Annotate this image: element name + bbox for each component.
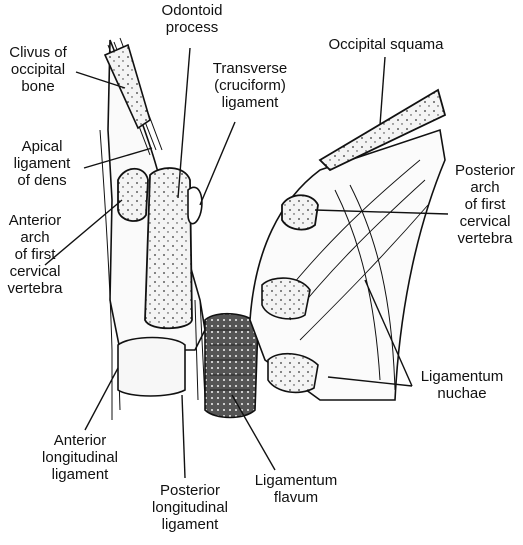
lamina-lower [267, 352, 319, 394]
label-line: of dens [17, 172, 67, 189]
label-line: nuchae [437, 385, 487, 402]
posterior-arch-bone [281, 194, 319, 231]
axis-body [117, 336, 186, 397]
lamina-upper [261, 277, 311, 320]
label-line: (cruciform) [214, 77, 286, 94]
label-line: Apical [21, 138, 63, 155]
label-posterior-arch: Posterior arch of first cervical vertebr… [450, 162, 520, 247]
label-ligamentum-nuchae: Ligamentum nuchae [412, 368, 512, 402]
label-line: occipital [10, 61, 66, 78]
label-line: of first [14, 246, 56, 263]
label-line: ligament [13, 155, 71, 172]
label-clivus: Clivus of occipital bone [0, 44, 76, 95]
label-line: ligament [51, 466, 109, 483]
label-line: arch [470, 179, 500, 196]
label-line: process [165, 19, 219, 36]
label-ligamentum-flavum: Ligamentum flavum [246, 472, 346, 506]
label-anterior-longitudinal: Anterior longitudinal ligament [30, 432, 130, 483]
ligamentum-flavum-mass [204, 312, 259, 419]
label-apical-ligament: Apical ligament of dens [2, 138, 82, 189]
label-occipital-squama: Occipital squama [316, 36, 456, 53]
label-line: bone [21, 78, 55, 95]
label-line: ligament [161, 516, 219, 533]
label-posterior-longitudinal: Posterior longitudinal ligament [140, 482, 240, 533]
anterior-arch-bone [117, 167, 149, 222]
label-line: vertebra [457, 230, 513, 247]
clivus-bone [103, 43, 151, 130]
label-line: Transverse [212, 60, 288, 77]
label-line: Occipital squama [328, 36, 444, 53]
label-line: ligament [221, 94, 279, 111]
label-line: Posterior [159, 482, 221, 499]
label-line: cervical [9, 263, 61, 280]
label-line: Ligamentum [420, 368, 504, 385]
label-line: arch [20, 229, 50, 246]
label-line: of first [464, 196, 506, 213]
label-line: flavum [273, 489, 319, 506]
transverse-ligament [187, 186, 203, 225]
label-line: Odontoid [161, 2, 223, 19]
label-odontoid-process: Odontoid process [152, 2, 232, 36]
label-transverse-ligament: Transverse (cruciform) ligament [205, 60, 295, 111]
label-line: Ligamentum [254, 472, 338, 489]
occipital-squama-bone [318, 88, 447, 172]
label-line: longitudinal [152, 499, 228, 516]
label-line: vertebra [7, 280, 63, 297]
label-line: Anterior [53, 432, 107, 449]
odontoid-process [144, 167, 193, 330]
leader-lines [44, 47, 449, 479]
label-line: Posterior [454, 162, 516, 179]
label-line: longitudinal [42, 449, 118, 466]
label-line: cervical [459, 213, 511, 230]
label-line: Anterior [8, 212, 62, 229]
label-anterior-arch: Anterior arch of first cervical vertebra [0, 212, 70, 297]
label-line: Clivus of [9, 44, 67, 61]
